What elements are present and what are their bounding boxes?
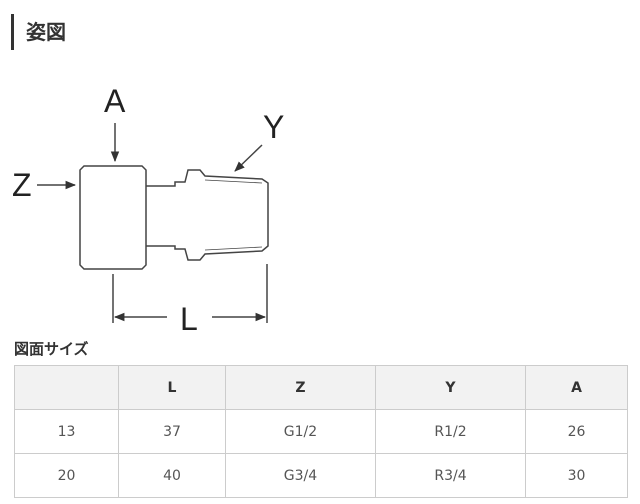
header-cell: A [525, 365, 628, 410]
nipple [146, 169, 269, 261]
cell: R3/4 [375, 453, 526, 498]
cell: G1/2 [225, 409, 376, 454]
body-nut [79, 165, 147, 270]
label-a: A [104, 83, 126, 119]
table-row: 13 37 G1/2 R1/2 26 [14, 409, 628, 454]
size-title: 図面サイズ [14, 340, 89, 358]
header-cell: Z [225, 365, 376, 410]
cell: R1/2 [375, 409, 526, 454]
cell: 20 [14, 453, 119, 498]
header-cell: Y [375, 365, 526, 410]
cell: 13 [14, 409, 119, 454]
cell: 30 [525, 453, 628, 498]
cell: 26 [525, 409, 628, 454]
cell: 37 [118, 409, 226, 454]
table-row: 20 40 G3/4 R3/4 30 [14, 453, 628, 498]
cell: 40 [118, 453, 226, 498]
header-cell [14, 365, 119, 410]
size-table: L Z Y A 13 37 G1/2 R1/2 26 20 40 G3/4 R3… [14, 365, 628, 498]
header-cell: L [118, 365, 226, 410]
section-title: 姿図 [11, 14, 66, 50]
label-y: Y [263, 109, 284, 145]
table-header-row: L Z Y A [14, 365, 628, 410]
fitting-diagram: A Z Y L [12, 83, 284, 337]
label-z: Z [12, 167, 32, 203]
cell: G3/4 [225, 453, 376, 498]
label-l: L [180, 301, 198, 337]
